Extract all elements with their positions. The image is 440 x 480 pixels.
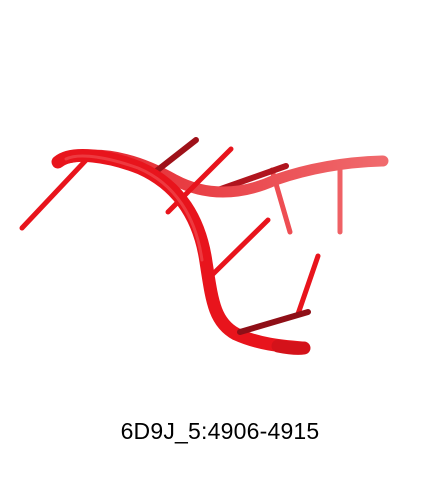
base-stick-dark	[237, 309, 311, 335]
backbone-end-cap	[271, 339, 311, 355]
base-stick	[295, 253, 321, 317]
bases-front	[207, 217, 321, 335]
backbone-highlight	[64, 154, 204, 262]
rna-cartoon-figure	[19, 137, 389, 355]
base-stick-dark	[215, 163, 289, 193]
base-stick	[19, 155, 91, 231]
back-strand-group	[54, 149, 389, 235]
base-stick	[207, 217, 271, 280]
base-stick-dark	[147, 137, 199, 179]
structure-caption: 6D9J_5:4906-4915	[120, 418, 320, 444]
